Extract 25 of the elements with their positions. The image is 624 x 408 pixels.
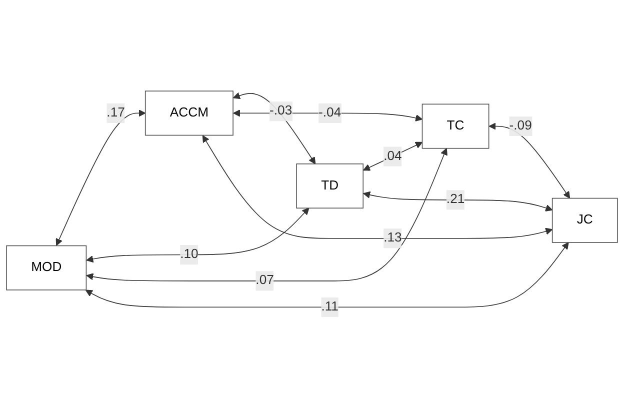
edge-label: .10 <box>180 247 198 262</box>
arrow <box>56 110 146 246</box>
arrow <box>86 148 448 282</box>
node-box: MOD <box>6 245 87 290</box>
arrow <box>85 242 569 308</box>
node-box: TC <box>422 104 490 149</box>
node-box: TD <box>296 163 364 208</box>
edge-label: .04 <box>384 149 402 164</box>
node-box: ACCM <box>144 90 234 136</box>
edge-label: -.03 <box>270 104 292 118</box>
edge-label: .07 <box>256 274 274 288</box>
edge-label: -.09 <box>509 118 532 133</box>
edge-label: .21 <box>446 192 465 206</box>
arrow <box>488 122 570 199</box>
edge-label: -.04 <box>318 106 342 120</box>
arrow <box>233 110 423 122</box>
node-box: JC <box>552 198 618 243</box>
edge-label: .11 <box>321 300 338 314</box>
edge-label: .17 <box>106 106 125 120</box>
arrow <box>363 142 423 171</box>
edge-label: .13 <box>384 231 402 245</box>
arrow <box>233 92 316 164</box>
arrow <box>363 191 553 212</box>
arrow <box>202 135 553 239</box>
arrow <box>86 208 310 263</box>
